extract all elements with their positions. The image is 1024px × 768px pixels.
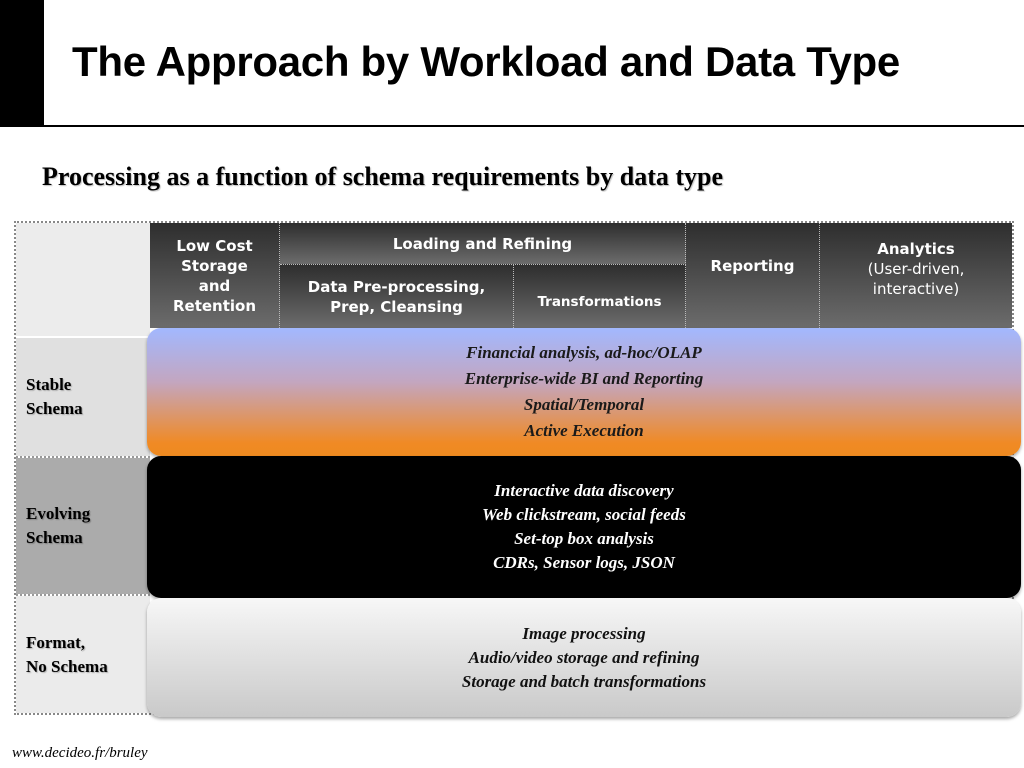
slide-title: The Approach by Workload and Data Type: [72, 38, 900, 85]
band-item: Financial analysis, ad-hoc/OLAP: [466, 343, 702, 362]
row-label-line: Evolving: [26, 504, 91, 523]
footer-url: www.decideo.fr/bruley: [12, 745, 148, 761]
header-analytics-detail: (User-driven,: [867, 259, 965, 278]
header-loading-refining: Loading and Refining: [280, 223, 686, 265]
row-label-line: Stable: [26, 375, 72, 394]
row-label-line: Schema: [26, 528, 83, 547]
header-preprocessing-line: Prep, Cleansing: [330, 297, 463, 316]
header-analytics-detail: interactive): [872, 279, 960, 298]
band-item: CDRs, Sensor logs, JSON: [493, 553, 675, 572]
title-rule: [44, 125, 1024, 127]
band-item: Spatial/Temporal: [523, 395, 645, 414]
header-preprocessing-line: Data Pre-processing,: [307, 277, 486, 296]
band-evolving-schema: Interactive data discovery Web clickstre…: [147, 456, 1021, 598]
header-low-cost-line: Storage: [181, 256, 248, 275]
header-low-cost-line: and: [198, 276, 231, 295]
matrix-corner-cell: [16, 223, 150, 336]
header-low-cost-line: Low Cost: [176, 236, 253, 255]
header-transformations: Transformations: [514, 265, 686, 328]
band-item: Active Execution: [524, 421, 644, 440]
title-accent-bar: [0, 0, 44, 127]
band-item: Enterprise-wide BI and Reporting: [464, 369, 704, 388]
header-transformations-label: Transformations: [537, 293, 662, 310]
row-label-line: Format,: [26, 632, 86, 652]
row-label-line: Schema: [26, 399, 83, 418]
header-analytics: Analytics (User-driven, interactive): [820, 223, 1012, 328]
band-item: Web clickstream, social feeds: [482, 505, 686, 524]
band-item: Interactive data discovery: [494, 481, 674, 500]
band-item: Image processing: [522, 623, 646, 643]
slide-subtitle: Processing as a function of schema requi…: [42, 162, 724, 191]
header-preprocessing: Data Pre-processing, Prep, Cleansing: [280, 265, 514, 328]
header-low-cost-line: Retention: [172, 296, 257, 315]
band-stable-schema: Financial analysis, ad-hoc/OLAP Enterpri…: [147, 328, 1021, 456]
band-item: Storage and batch transformations: [461, 671, 707, 691]
row-divider: [16, 456, 150, 458]
row-label-no-schema: Format, No Schema: [16, 596, 150, 713]
band-item: Audio/video storage and refining: [468, 647, 700, 667]
band-no-schema: Image processing Audio/video storage and…: [147, 598, 1021, 717]
row-label-evolving-schema: Evolving Schema: [16, 458, 150, 594]
header-loading-refining-label: Loading and Refining: [392, 234, 573, 253]
header-analytics-title: Analytics: [877, 239, 955, 258]
header-reporting-label: Reporting: [710, 256, 795, 275]
row-label-stable-schema: Stable Schema: [16, 338, 150, 456]
header-reporting: Reporting: [686, 223, 820, 328]
band-item: Set-top box analysis: [514, 529, 654, 548]
row-label-line: No Schema: [26, 656, 108, 676]
header-low-cost-storage: Low Cost Storage and Retention: [150, 223, 280, 328]
row-divider: [16, 594, 150, 596]
